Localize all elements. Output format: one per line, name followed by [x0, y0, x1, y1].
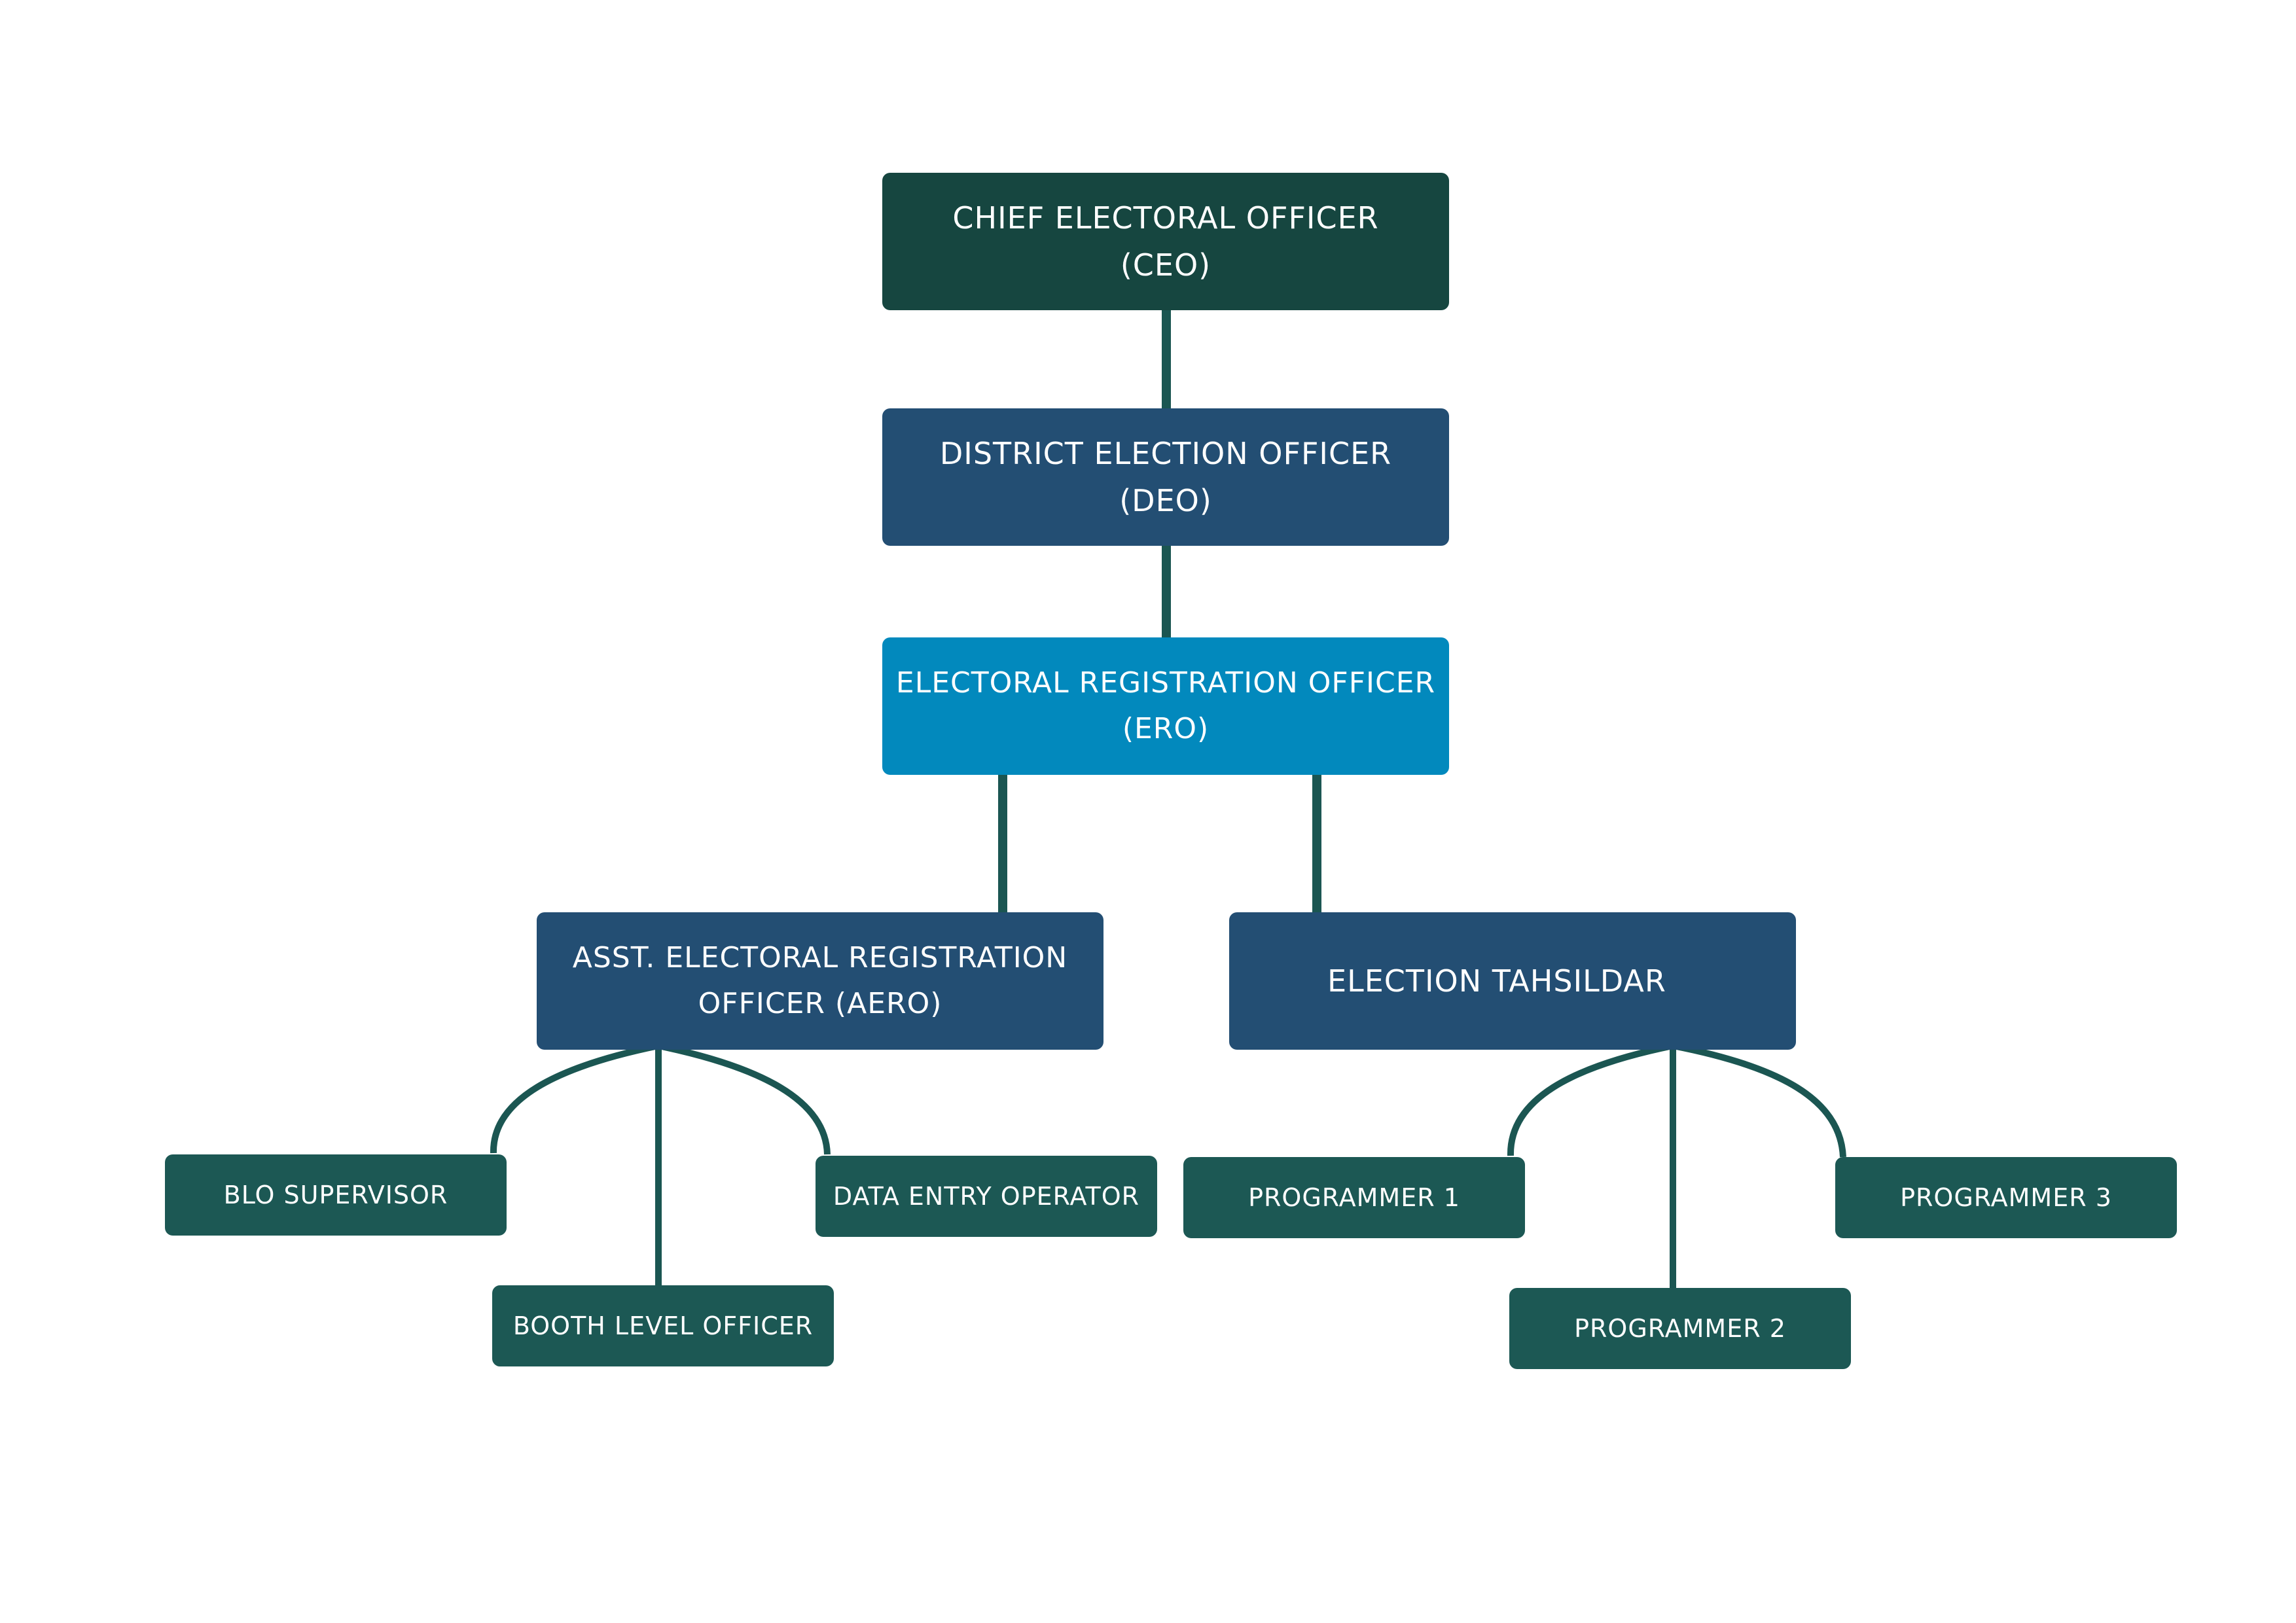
edge-aero-blo-supervisor: [490, 1043, 660, 1154]
edge-aero-data-entry-operator: [657, 1043, 831, 1155]
node-programmer-1-label: PROGRAMMER 1: [1248, 1183, 1460, 1212]
node-programmer-2-label: PROGRAMMER 2: [1574, 1314, 1786, 1343]
node-ceo: CHIEF ELECTORAL OFFICER (CEO): [882, 173, 1449, 310]
node-deo: DISTRICT ELECTION OFFICER (DEO): [882, 408, 1449, 546]
node-ero-line-2: (ERO): [1122, 712, 1210, 745]
node-ceo-line-2: (CEO): [1120, 247, 1211, 283]
node-data-entry-operator-label: DATA ENTRY OPERATOR: [833, 1182, 1140, 1211]
node-programmer-3: PROGRAMMER 3: [1835, 1157, 2177, 1238]
node-blo-supervisor-label: BLO SUPERVISOR: [223, 1181, 448, 1209]
edge-tahsildar-programmer-1: [1507, 1043, 1674, 1156]
node-data-entry-operator: DATA ENTRY OPERATOR: [816, 1156, 1157, 1237]
node-programmer-3-label: PROGRAMMER 3: [1900, 1183, 2112, 1212]
node-election-tahsildar: ELECTION TAHSILDAR: [1229, 912, 1796, 1050]
node-ero: ELECTORAL REGISTRATION OFFICER (ERO): [882, 637, 1449, 775]
edge-tahsildar-programmer-3: [1672, 1043, 1846, 1158]
node-aero-line-1: ASST. ELECTORAL REGISTRATION: [572, 941, 1068, 974]
node-deo-line-2: (DEO): [1119, 483, 1212, 518]
node-aero: ASST. ELECTORAL REGISTRATION OFFICER (AE…: [537, 912, 1103, 1050]
node-programmer-2: PROGRAMMER 2: [1509, 1288, 1851, 1369]
node-deo-line-1: DISTRICT ELECTION OFFICER: [939, 436, 1392, 471]
node-ero-line-1: ELECTORAL REGISTRATION OFFICER: [895, 666, 1436, 700]
node-programmer-1: PROGRAMMER 1: [1183, 1157, 1525, 1238]
node-blo-supervisor: BLO SUPERVISOR: [165, 1154, 507, 1236]
node-booth-level-officer-label: BOOTH LEVEL OFFICER: [512, 1311, 814, 1340]
node-aero-line-2: OFFICER (AERO): [698, 987, 942, 1020]
node-ceo-line-1: CHIEF ELECTORAL OFFICER: [952, 200, 1379, 236]
node-booth-level-officer: BOOTH LEVEL OFFICER: [492, 1285, 834, 1366]
node-election-tahsildar-label: ELECTION TAHSILDAR: [1327, 963, 1666, 999]
